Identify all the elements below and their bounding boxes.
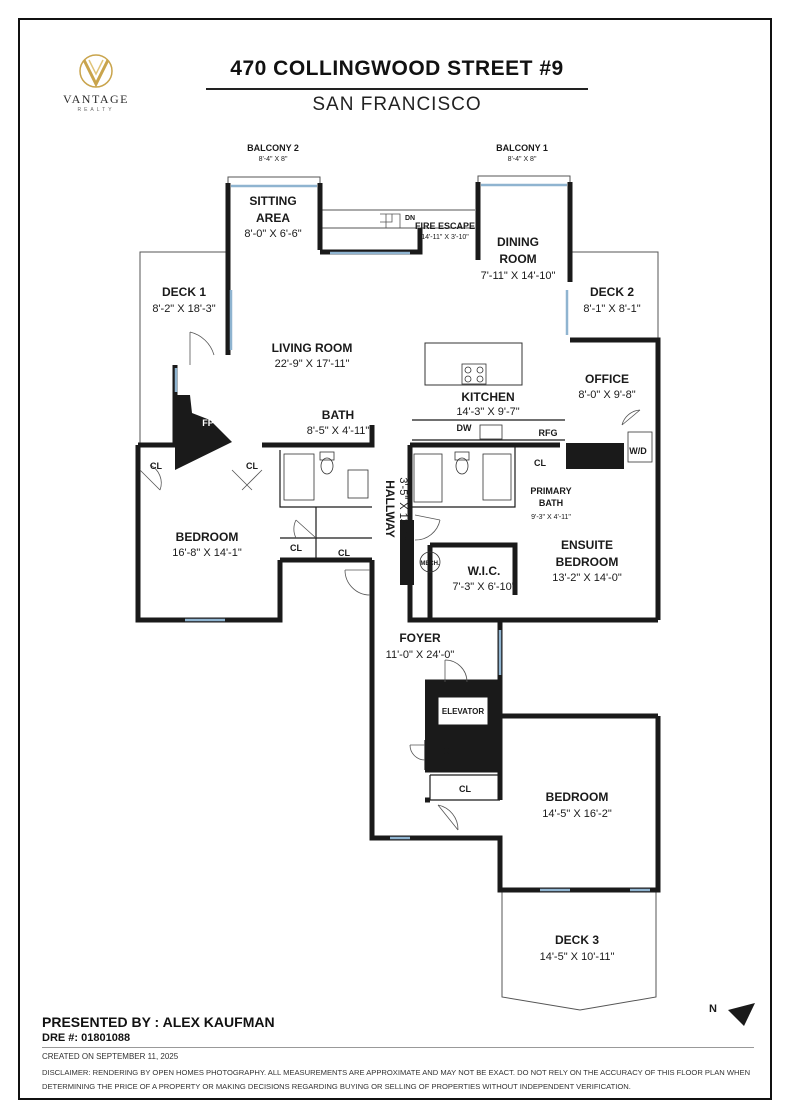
foyer-name: FOYER: [399, 631, 441, 645]
sitting-name-1: SITTING: [249, 194, 296, 208]
elevator-shaft: [437, 696, 489, 726]
sitting-dims: 8'-0" X 6'-6": [244, 228, 301, 240]
sitting-name-2: AREA: [256, 211, 290, 225]
mech-label: MECH.: [420, 561, 440, 567]
ensuite-name-1: ENSUITE: [561, 538, 613, 552]
balcony1-name: BALCONY 1: [496, 143, 548, 153]
deck2-dims: 8'-1" X 8'-1": [583, 303, 640, 315]
deck2-name: DECK 2: [590, 285, 634, 299]
dining-dims: 7'-11" X 14'-10": [481, 270, 556, 282]
cooktop-icon: [461, 363, 487, 385]
bath-name: BATH: [322, 408, 354, 422]
fire-escape-dims: 14'-11" X 3'-10": [421, 234, 469, 241]
refrigerator-label: RFG: [539, 428, 558, 438]
fire-escape-stair-icon: [380, 213, 401, 228]
ensuite-dims: 13'-2" X 14'-0": [552, 572, 622, 584]
kitchen-name: KITCHEN: [461, 390, 514, 404]
v-emblem-icon: [79, 54, 113, 88]
bedroom1-dims: 16'-8" X 14'-1": [172, 547, 242, 559]
kitchen-island: [424, 342, 523, 386]
door-swings: [139, 331, 641, 831]
created-date: CREATED ON SEPTEMBER 11, 2025: [42, 1052, 179, 1061]
page-border: [18, 18, 772, 1100]
dining-name-1: DINING: [497, 235, 539, 249]
fireplace-label: FP: [202, 418, 214, 428]
living-dims: 22'-9" X 17'-11": [275, 358, 350, 370]
fire-escape-dn: DN: [405, 215, 415, 222]
north-arrow-icon: N: [709, 1003, 755, 1026]
deck-outlines: [139, 175, 659, 1011]
property-address: 470 COLLINGWOOD STREET #9: [230, 57, 564, 80]
closet-label: CL: [290, 543, 302, 553]
bathroom-fixtures: [283, 431, 653, 573]
primary-bath-name-2: BATH: [539, 498, 563, 508]
balcony2-name: BALCONY 2: [247, 143, 299, 153]
footer-divider: [42, 1047, 754, 1048]
kitchen-dims: 14'-3" X 9'-7": [456, 406, 519, 418]
deck1-dims: 8'-2" X 18'-3": [152, 303, 215, 315]
ensuite-name-2: BEDROOM: [556, 555, 619, 569]
bedroom2-name: BEDROOM: [546, 790, 609, 804]
foyer-dims: 11'-0" X 24'-0": [386, 649, 455, 661]
deck1-name: DECK 1: [162, 285, 206, 299]
kitchen-sink: [479, 424, 503, 440]
bedroom1-name: BEDROOM: [176, 530, 239, 544]
interior-walls: [279, 419, 565, 801]
office-name: OFFICE: [585, 372, 629, 386]
elevator-label: ELEVATOR: [442, 707, 484, 716]
deck3-name: DECK 3: [555, 933, 599, 947]
deck3-dims: 14'-5" X 10'-11": [540, 951, 615, 963]
primary-bath-dims: 9'-3" X 4'-11": [531, 514, 571, 521]
wic-dims: 7'-3" X 6'-10": [452, 581, 515, 593]
office-dims: 8'-0" X 9'-8": [578, 389, 635, 401]
closet-label: CL: [338, 548, 350, 558]
logo-wordmark: VANTAGE: [63, 92, 129, 106]
balcony1-dims: 8'-4" X 8": [508, 156, 537, 163]
closet-label: CL: [534, 458, 546, 468]
dishwasher-label: DW: [457, 423, 472, 433]
balcony2-dims: 8'-4" X 8": [259, 156, 288, 163]
washer-dryer-label: W/D: [629, 446, 647, 456]
living-name: LIVING ROOM: [272, 341, 353, 355]
primary-bath-name-1: PRIMARY: [530, 486, 571, 496]
closet-label: CL: [150, 461, 162, 471]
presented-by: PRESENTED BY : ALEX KAUFMAN: [42, 1014, 275, 1030]
bath-dims: 8'-5" X 4'-11": [307, 425, 370, 437]
wic-name: W.I.C.: [468, 564, 501, 578]
room-labels: BALCONY 2 8'-4" X 8" BALCONY 1 8'-4" X 8…: [152, 143, 640, 963]
north-label: N: [709, 1003, 717, 1015]
dre-number: DRE #: 01801088: [42, 1032, 131, 1044]
company-logo: VANTAGE REALTY: [56, 52, 136, 113]
hallway-dims: 3'-5" X 13'-1": [397, 477, 409, 540]
disclaimer: DISCLAIMER: RENDERING BY OPEN HOMES PHOT…: [42, 1068, 751, 1091]
closet-label: CL: [246, 461, 258, 471]
logo-subtext: REALTY: [77, 107, 115, 113]
bedroom2-dims: 14'-5" X 16'-2": [542, 808, 612, 820]
hallway-name: HALLWAY: [383, 480, 397, 538]
closet-label: CL: [459, 784, 471, 794]
title-divider: [206, 88, 588, 90]
property-city: SAN FRANCISCO: [312, 94, 482, 115]
windows: [174, 183, 650, 892]
closet-label: CL: [443, 746, 455, 756]
fixture-labels: FP DW RFG W/D MECH. ELEVATOR CL CL CL CL…: [150, 418, 647, 794]
fire-escape-name: FIRE ESCAPE: [415, 221, 475, 231]
dining-name-2: ROOM: [499, 252, 536, 266]
